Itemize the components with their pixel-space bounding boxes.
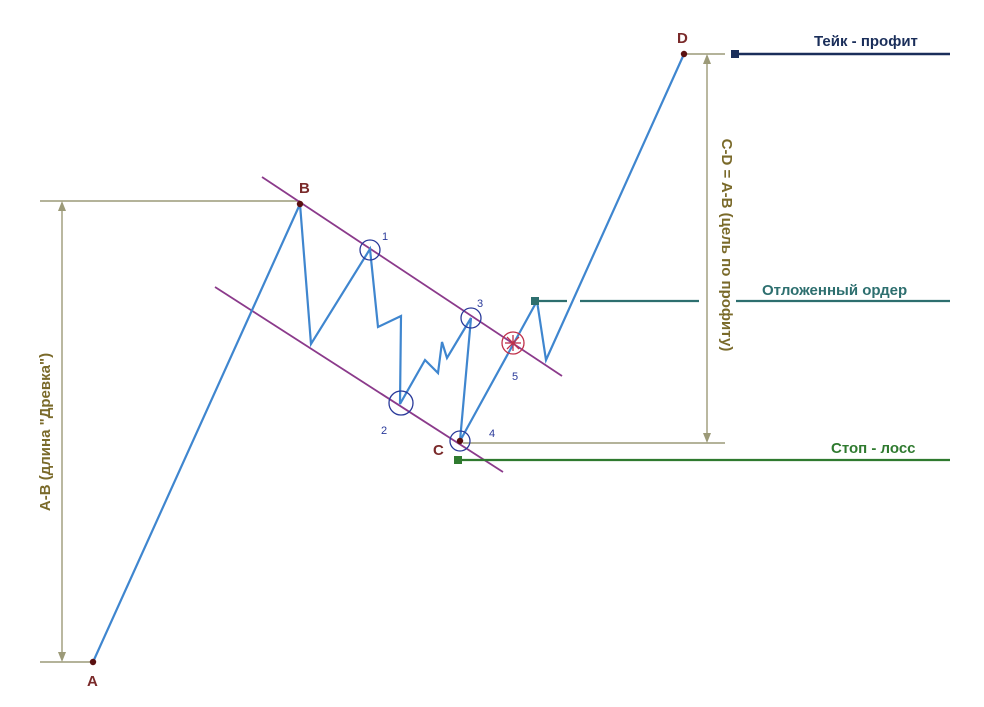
price-path [91, 53, 686, 663]
ab-measure: A-B (длина "Древка") [37, 200, 300, 663]
touch-number-3: 3 [477, 298, 483, 310]
channel-lower-line [214, 286, 504, 473]
breakout-circle [501, 331, 525, 355]
touch-circle-1 [359, 239, 381, 261]
touch-number-2: 2 [381, 425, 387, 437]
touch-numbers: 1 2 3 4 5 [381, 231, 518, 440]
take-profit-label: Тейк - профит [814, 33, 918, 50]
key-points: A B C D [87, 30, 688, 690]
cd-measure: C-D = A-B (цель по профиту) [463, 53, 735, 444]
point-c-dot [456, 437, 464, 445]
touch-circle-3 [460, 307, 482, 329]
stop-loss-marker [454, 456, 462, 464]
cd-arrow-top [703, 54, 711, 64]
pending-order-marker [531, 297, 539, 305]
touch-number-1: 1 [382, 231, 388, 243]
ab-arrow-top [58, 201, 66, 211]
breakout-star-line-4 [506, 336, 520, 350]
stop-loss-level: Стоп - лосс [454, 440, 950, 464]
point-d-label: D [677, 30, 688, 47]
stop-loss-label: Стоп - лосс [831, 440, 916, 457]
cd-measure-label: C-D = A-B (цель по профиту) [718, 139, 735, 352]
point-d-dot [680, 50, 688, 58]
pending-order-label: Отложенный ордер [762, 282, 907, 299]
ab-measure-label: A-B (длина "Древка") [37, 353, 54, 511]
channel-touches [359, 239, 482, 452]
take-profit-marker [731, 50, 739, 58]
point-b-label: B [299, 180, 310, 197]
point-a-label: A [87, 673, 98, 690]
breakout-marker [501, 331, 525, 355]
pending-order-level: Отложенный ордер [531, 282, 950, 305]
cd-arrow-bottom [703, 433, 711, 443]
point-b-dot [296, 200, 304, 208]
touch-number-5: 5 [512, 371, 518, 383]
ab-arrow-bottom [58, 652, 66, 662]
touch-circle-2 [388, 390, 414, 416]
point-c-label: C [433, 442, 444, 459]
touch-circle-4 [449, 430, 471, 452]
flag-channel [214, 176, 563, 473]
point-a-dot [89, 658, 97, 666]
touch-number-4: 4 [489, 428, 495, 440]
take-profit-level: Тейк - профит [731, 33, 950, 58]
